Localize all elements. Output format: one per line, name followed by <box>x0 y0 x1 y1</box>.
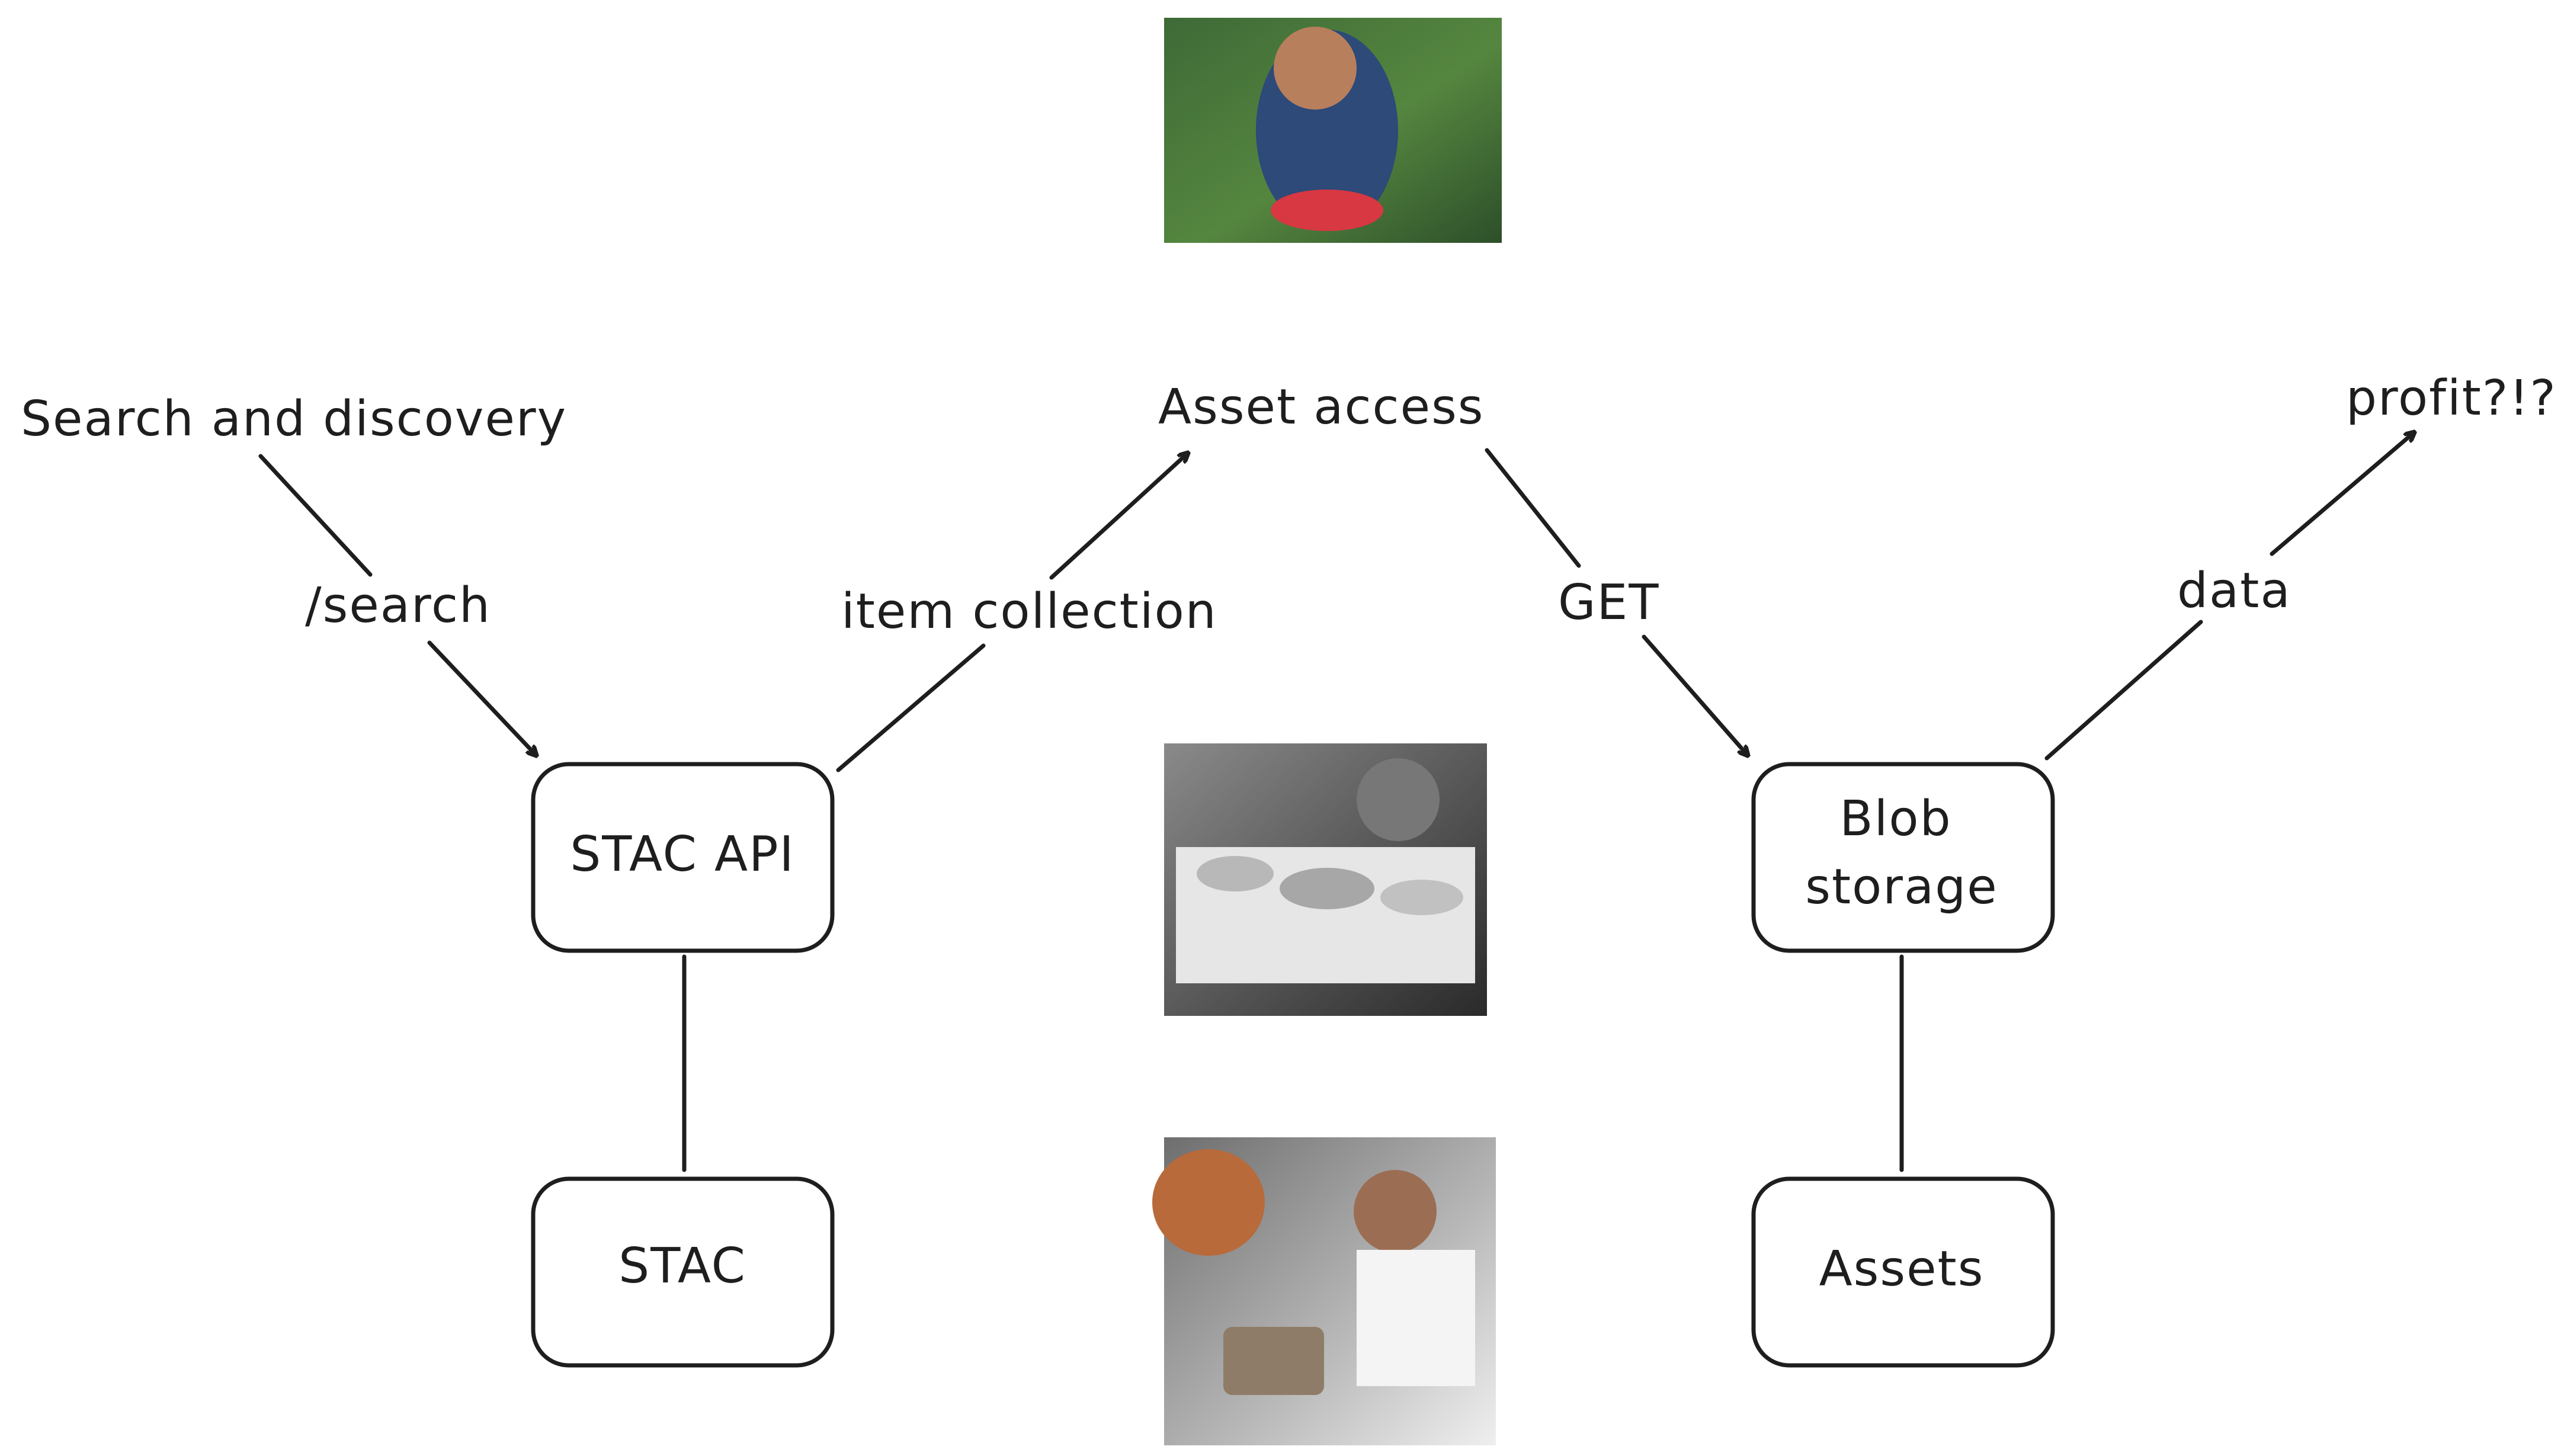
edge-stac-api-to-item-collection <box>836 643 986 772</box>
middle-photo-platter-2 <box>1280 868 1374 909</box>
item-collection-edge-label: item collection <box>841 583 1217 640</box>
asset-access-label: Asset access <box>1158 379 1485 435</box>
blob-storage-box <box>1751 762 2055 953</box>
middle-photo <box>1164 743 1487 1016</box>
stac-api-node: STAC API <box>531 762 835 953</box>
assets-node-label: Assets <box>1819 1241 1985 1297</box>
profit-label: profit?!? <box>2346 370 2557 426</box>
bottom-photo-pot <box>1223 1327 1324 1395</box>
bottom-photo-lamp <box>1152 1149 1265 1256</box>
bottom-photo-chef-body <box>1357 1250 1475 1386</box>
stac-api-box <box>531 762 835 953</box>
middle-photo-platter-3 <box>1380 880 1463 915</box>
edge-asset-access-to-get <box>1485 448 1581 568</box>
stac-api-node-label: STAC API <box>570 826 794 883</box>
search-edge-label: /search <box>305 578 491 634</box>
edge-item-collection-to-asset-access <box>1049 453 1188 580</box>
bottom-photo-chef-head <box>1354 1170 1437 1253</box>
edge-search-to-stac-api <box>427 640 536 755</box>
top-photo <box>1164 18 1502 243</box>
assets-box <box>1751 1176 2055 1368</box>
stac-node-label: STAC <box>618 1238 746 1294</box>
get-edge-label: GET <box>1558 575 1659 631</box>
data-edge-label: data <box>2177 563 2291 619</box>
bottom-photo <box>1152 1137 1496 1445</box>
blob-storage-node: Blob storage <box>1751 762 2055 953</box>
middle-photo-platter-1 <box>1197 856 1274 891</box>
search-and-discovery-label: Search and discovery <box>21 391 567 447</box>
blob-storage-node-label-line2: storage <box>1805 859 1998 915</box>
top-photo-face <box>1274 27 1357 110</box>
blob-storage-node-label-line1: Blob <box>1839 791 1951 847</box>
stac-box <box>531 1176 835 1368</box>
top-photo-plate <box>1271 190 1383 231</box>
edge-discovery-to-search <box>258 454 373 577</box>
edge-data-to-profit <box>2270 432 2414 556</box>
stac-node: STAC <box>531 1176 835 1368</box>
middle-photo-person <box>1357 758 1440 841</box>
edge-blob-storage-to-data <box>2044 620 2203 761</box>
edge-get-to-blob-storage <box>1642 634 1748 755</box>
assets-node: Assets <box>1751 1176 2055 1368</box>
